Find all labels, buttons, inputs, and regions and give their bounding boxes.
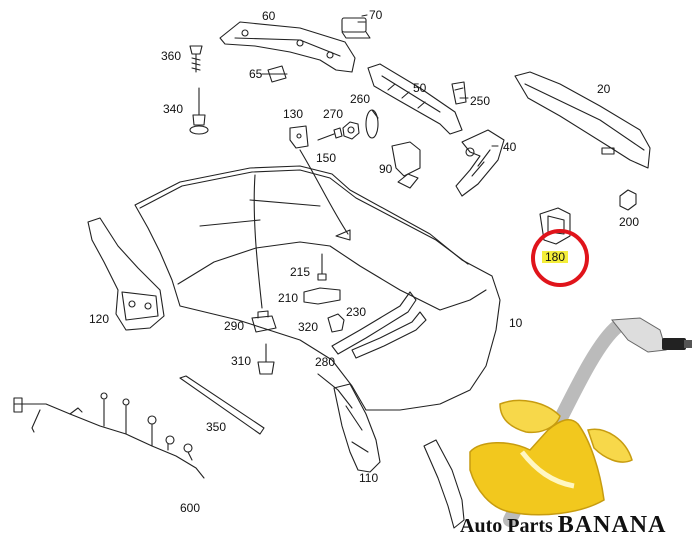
part-270-nut [342, 121, 360, 140]
part-230-strip [331, 291, 417, 355]
callout-65: 65 [249, 67, 263, 81]
callout-70: 70 [369, 8, 383, 22]
part-10-bumper-cover [134, 165, 501, 411]
part-50-guide [367, 63, 463, 135]
highlight-circle [531, 229, 589, 287]
part-110-bracket [333, 383, 381, 473]
callout-50: 50 [413, 81, 427, 95]
callout-20: 20 [597, 82, 611, 96]
part-350-strip [179, 375, 265, 435]
part-260-washer [365, 109, 379, 139]
part-200-nut [619, 189, 637, 211]
part-210-bracket [303, 287, 341, 305]
callout-210: 210 [278, 291, 299, 305]
callout-360: 360 [161, 49, 182, 63]
callout-270: 270 [323, 107, 344, 121]
part-215-screw [317, 253, 327, 281]
callout-230: 230 [346, 305, 367, 319]
part-600-wiring-harness [13, 392, 205, 479]
part-250-clip [451, 81, 467, 105]
callout-150: 150 [316, 151, 337, 165]
part-280-strip [351, 311, 427, 359]
callout-130: 130 [283, 107, 304, 121]
part-340-rivet [189, 87, 209, 135]
part-320-nut [327, 313, 345, 333]
part-180-bracket [539, 207, 571, 245]
callout-60: 60 [262, 9, 276, 23]
part-40-guide [455, 129, 505, 197]
part-310-screw [257, 343, 275, 375]
callout-350: 350 [206, 420, 227, 434]
part-60-bracket [219, 21, 356, 73]
callout-40: 40 [503, 140, 517, 154]
part-65-clip [261, 65, 287, 83]
part-360-screw [189, 45, 203, 73]
part-150-screw [317, 127, 343, 141]
callout-180: 180 [542, 251, 569, 263]
part-120-bracket [87, 217, 165, 331]
callout-10: 10 [509, 316, 523, 330]
callout-340: 340 [163, 102, 184, 116]
part-70-clip [341, 17, 371, 39]
callout-110: 110 [359, 471, 379, 485]
callout-600: 600 [180, 501, 201, 515]
part-20-spoiler [514, 71, 651, 169]
part-290-clip [251, 310, 277, 333]
callout-320: 320 [298, 320, 319, 334]
brand-name: BANANA [557, 512, 667, 538]
brand-prefix: Auto Parts [460, 515, 558, 537]
callout-200: 200 [619, 215, 640, 229]
callout-215: 215 [290, 265, 311, 279]
callout-250: 250 [470, 94, 491, 108]
callout-90: 90 [379, 162, 393, 176]
callout-260: 260 [350, 92, 371, 106]
callout-280: 280 [315, 355, 336, 369]
callout-310: 310 [231, 354, 252, 368]
brand-wordmark: Auto Parts BANANA [460, 512, 666, 539]
callout-290: 290 [224, 319, 245, 333]
part-90-linkage [391, 141, 421, 189]
part-130-bracket [289, 125, 309, 149]
banana-logo [469, 317, 692, 527]
leader-lines [253, 21, 499, 309]
callout-120: 120 [89, 312, 110, 326]
